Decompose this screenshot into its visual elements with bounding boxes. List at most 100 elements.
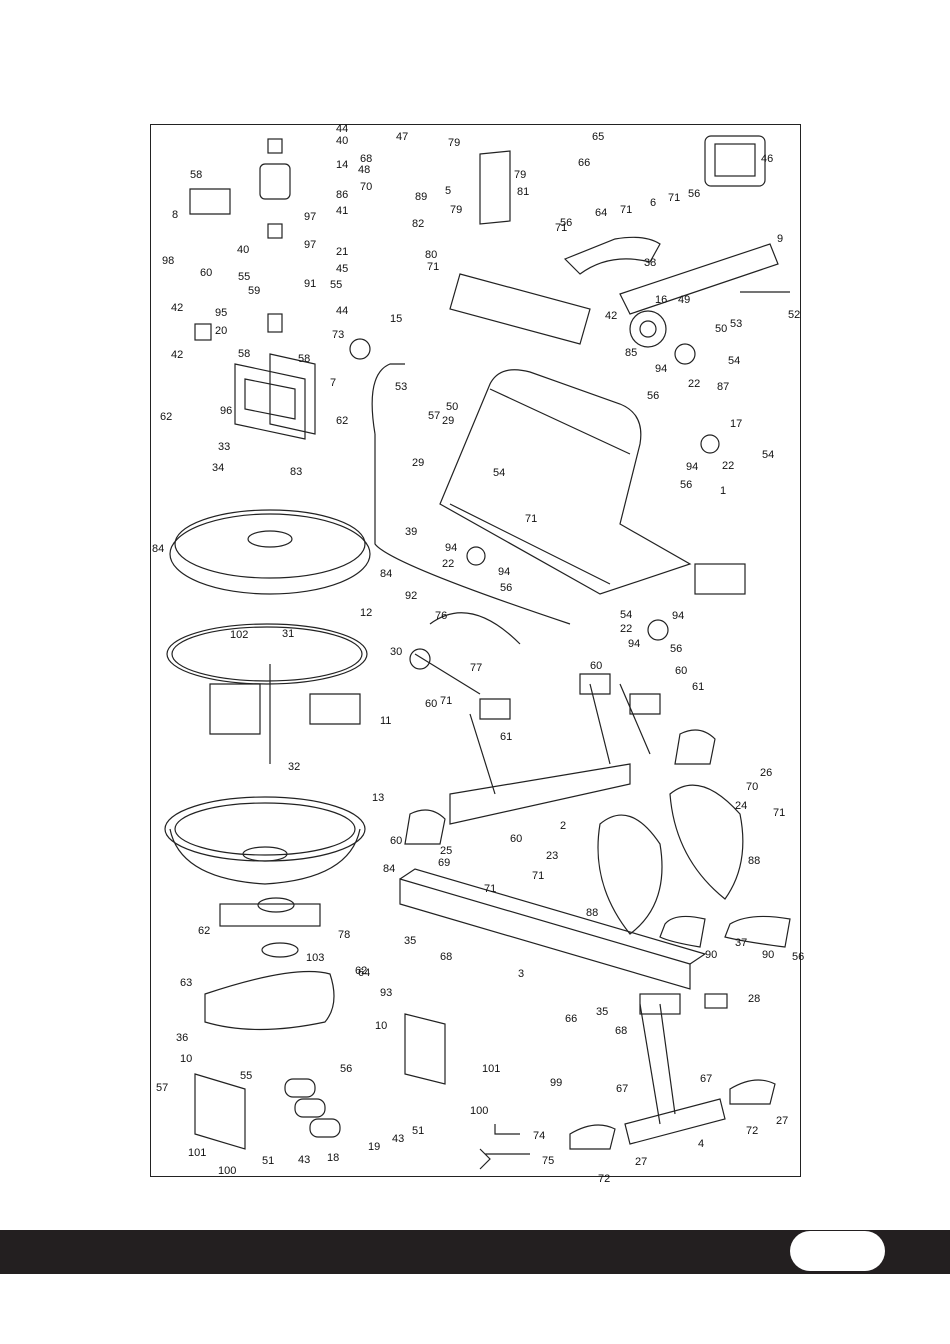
part-label: 69	[438, 857, 450, 869]
part-label: 73	[332, 329, 344, 341]
part-label: 82	[412, 218, 424, 230]
part-label: 44	[336, 305, 348, 317]
part-label: 62	[355, 965, 367, 977]
part-label: 57	[156, 1082, 168, 1094]
page-number-badge	[790, 1231, 885, 1271]
pulley-16	[629, 310, 667, 348]
rear-stand	[624, 1098, 726, 1145]
ring-30	[166, 623, 368, 685]
part-label: 70	[360, 181, 372, 193]
part-label: 71	[532, 870, 544, 882]
part-label: 56	[680, 479, 692, 491]
part-label: 55	[240, 1070, 252, 1082]
part-label: 22	[722, 460, 734, 472]
part-label: 67	[700, 1073, 712, 1085]
part-label: 62	[160, 411, 172, 423]
diagram-frame	[150, 124, 801, 1177]
part-label: 90	[762, 949, 774, 961]
part-label: 30	[390, 646, 402, 658]
part-label: 58	[238, 348, 250, 360]
part-label: 8	[172, 209, 178, 221]
part-label: 26	[760, 767, 772, 779]
part-label: 34	[212, 462, 224, 474]
monitor	[704, 135, 766, 187]
part-label: 56	[670, 643, 682, 655]
part-label: 84	[380, 568, 392, 580]
part-label: 1	[720, 485, 726, 497]
part-label: 58	[298, 353, 310, 365]
part-label: 23	[546, 850, 558, 862]
part-label: 71	[668, 192, 680, 204]
part-label: 57	[428, 410, 440, 422]
part-label: 42	[171, 349, 183, 361]
part-label: 14	[336, 159, 348, 171]
part-label: 29	[412, 457, 424, 469]
part-label: 103	[306, 952, 324, 964]
part-label: 43	[298, 1154, 310, 1166]
part-label: 89	[415, 191, 427, 203]
part-label: 68	[360, 153, 372, 165]
part-label: 94	[628, 638, 640, 650]
part-label: 100	[470, 1105, 488, 1117]
part-label: 40	[336, 135, 348, 147]
part-label: 79	[448, 137, 460, 149]
part-label: 56	[560, 217, 572, 229]
allen-key	[494, 1124, 520, 1135]
part-label: 98	[162, 255, 174, 267]
part-label: 32	[288, 761, 300, 773]
part-label: 25	[440, 845, 452, 857]
part-label: 48	[358, 164, 370, 176]
part-label: 7	[330, 377, 336, 389]
part-label: 99	[550, 1077, 562, 1089]
part-label: 54	[493, 467, 505, 479]
rear-foot-27b	[729, 1079, 776, 1105]
impeller	[209, 664, 361, 764]
seat-carriage-right	[404, 1013, 446, 1085]
part-label: 52	[788, 309, 800, 321]
part-label: 43	[392, 1133, 404, 1145]
part-label: 3	[518, 968, 524, 980]
part-label: 97	[304, 239, 316, 251]
arm-5	[479, 150, 511, 225]
part-label: 76	[435, 610, 447, 622]
part-label: 10	[180, 1053, 192, 1065]
part-label: 19	[368, 1141, 380, 1153]
part-label: 71	[525, 513, 537, 525]
part-label: 31	[282, 628, 294, 640]
part-label: 71	[484, 883, 496, 895]
part-label: 96	[220, 405, 232, 417]
seat	[204, 970, 335, 1031]
part-label: 60	[390, 835, 402, 847]
part-label: 74	[533, 1130, 545, 1142]
part-label: 60	[675, 665, 687, 677]
part-label: 94	[655, 363, 667, 375]
part-label: 45	[336, 263, 348, 275]
part-label: 51	[262, 1155, 274, 1167]
part-label: 87	[717, 381, 729, 393]
part-label: 102	[230, 629, 248, 641]
part-label: 84	[383, 863, 395, 875]
part-label: 50	[446, 401, 458, 413]
part-label: 97	[304, 211, 316, 223]
part-label: 81	[517, 186, 529, 198]
part-label: 56	[647, 390, 659, 402]
part-label: 92	[405, 590, 417, 602]
part-label: 9	[777, 233, 783, 245]
part-label: 100	[218, 1165, 236, 1177]
part-label: 42	[171, 302, 183, 314]
part-label: 62	[198, 925, 210, 937]
part-label: 88	[748, 855, 760, 867]
part-label: 94	[498, 566, 510, 578]
part-label: 79	[514, 169, 526, 181]
part-label: 12	[360, 607, 372, 619]
part-label: 53	[395, 381, 407, 393]
part-label: 84	[152, 543, 164, 555]
part-label: 94	[672, 610, 684, 622]
part-label: 88	[586, 907, 598, 919]
main-frame	[439, 369, 692, 595]
part-label: 46	[761, 153, 773, 165]
part-label: 41	[336, 205, 348, 217]
part-label: 71	[440, 695, 452, 707]
part-label: 66	[578, 157, 590, 169]
strap	[563, 236, 661, 275]
